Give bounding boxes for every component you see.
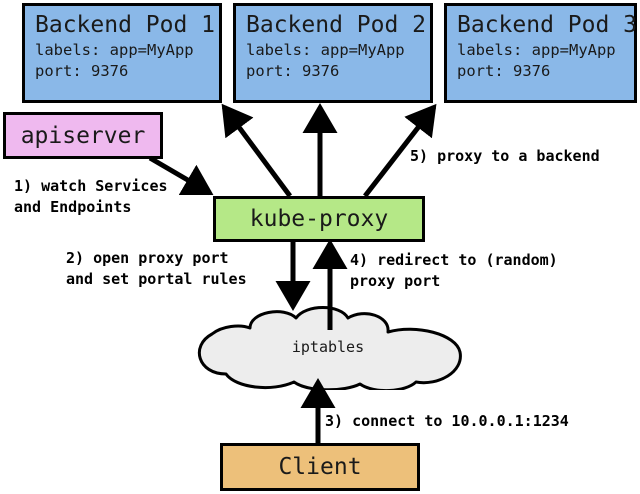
edge-label-step2: 2) open proxy port and set portal rules	[66, 248, 247, 290]
backend-pod-1-box: Backend Pod 1 labels: app=MyApp port: 93…	[22, 3, 222, 103]
backend-pod-2-port: port: 9376	[246, 62, 340, 80]
iptables-label: iptables	[291, 338, 365, 356]
edge-label-step5-line1: 5) proxy to a backend	[410, 147, 600, 165]
edge-label-step4-line1: 4) redirect to (random)	[350, 251, 558, 269]
arrow-kubeproxy-to-pod1	[221, 103, 293, 198]
iptables-cloud-shape	[197, 306, 462, 392]
client-label: Client	[278, 454, 362, 480]
backend-pod-3-title: Backend Pod 3	[457, 12, 638, 38]
kube-proxy-label: kube-proxy	[249, 206, 389, 232]
backend-pod-2-title: Backend Pod 2	[246, 12, 427, 38]
backend-pod-1-title: Backend Pod 1	[35, 12, 216, 38]
iptables-cloud: iptables	[188, 306, 468, 392]
backend-pod-3-box: Backend Pod 3 labels: app=MyApp port: 93…	[444, 3, 637, 103]
edge-label-step1-line2: and Endpoints	[14, 198, 132, 216]
backend-pod-3-port: port: 9376	[457, 62, 551, 80]
edge-label-step1-line1: 1) watch Services	[14, 177, 168, 195]
edge-label-step4: 4) redirect to (random) proxy port	[350, 250, 558, 292]
edge-label-step2-line2: and set portal rules	[66, 270, 247, 288]
edge-label-step5: 5) proxy to a backend	[410, 146, 600, 167]
backend-pod-2-labels: labels: app=MyApp	[246, 41, 405, 59]
apiserver-box: apiserver	[3, 112, 163, 159]
edge-label-step3: 3) connect to 10.0.0.1:1234	[325, 411, 569, 432]
edge-label-step2-line1: 2) open proxy port	[66, 249, 229, 267]
apiserver-label: apiserver	[20, 122, 146, 149]
edge-label-step1: 1) watch Services and Endpoints	[14, 176, 168, 218]
kube-proxy-box: kube-proxy	[213, 196, 425, 242]
backend-pod-1-port: port: 9376	[35, 62, 129, 80]
backend-pod-3-labels: labels: app=MyApp	[457, 41, 616, 59]
edge-label-step3-line1: 3) connect to 10.0.0.1:1234	[325, 412, 569, 430]
backend-pod-2-box: Backend Pod 2 labels: app=MyApp port: 93…	[233, 3, 433, 103]
backend-pod-1-labels: labels: app=MyApp	[35, 41, 194, 59]
edge-label-step4-line2: proxy port	[350, 272, 441, 290]
client-box: Client	[220, 443, 420, 491]
